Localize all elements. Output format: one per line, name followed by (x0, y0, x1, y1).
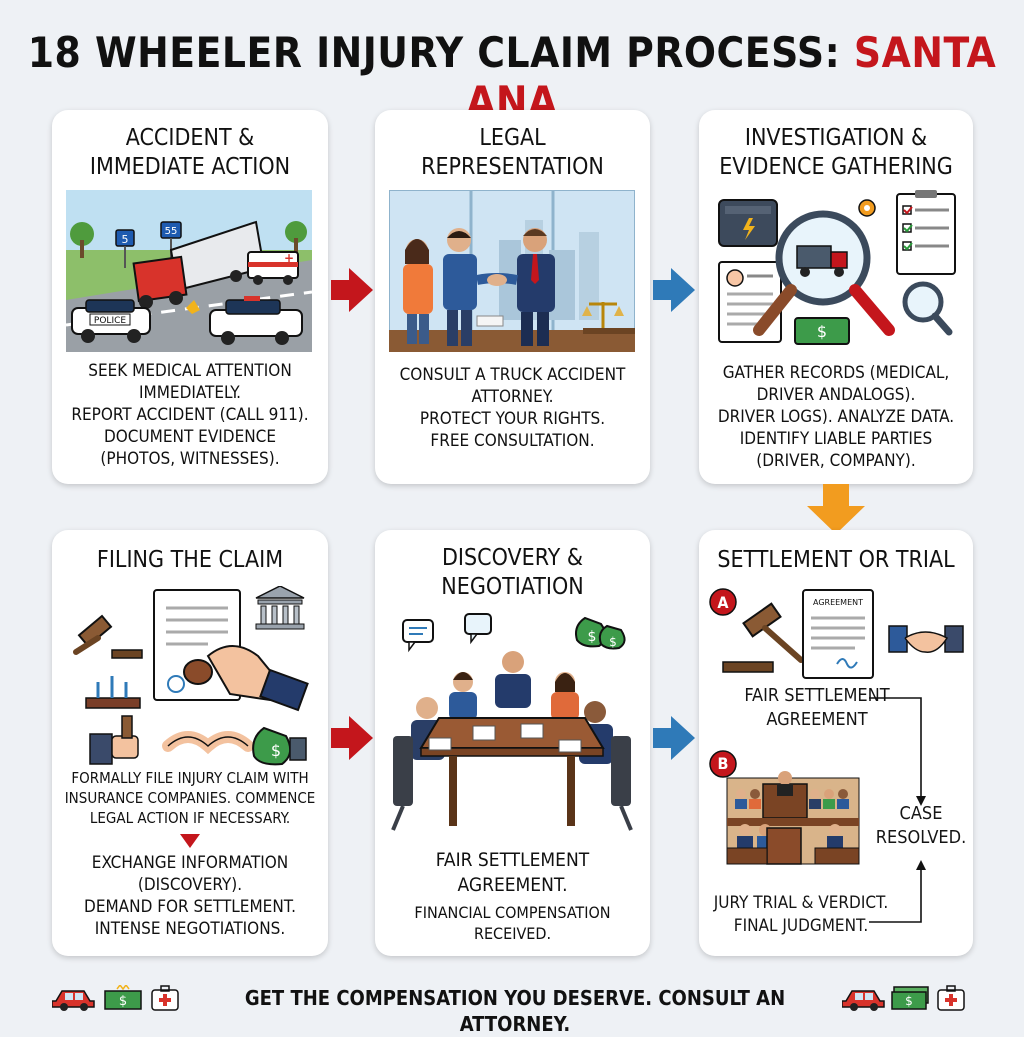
flow-connector-lines (869, 697, 926, 923)
highway-sign-55: 55 (165, 226, 178, 237)
handshake-icon (888, 625, 964, 653)
svg-text:$: $ (905, 994, 913, 1008)
arrow-right-icon (653, 716, 695, 760)
step-title: INVESTIGATION & EVIDENCE GATHERING (719, 125, 953, 180)
step-title: SETTLEMENT OR TRIAL (717, 547, 955, 573)
step-card-investigation: INVESTIGATION & EVIDENCE GATHERING $ GAT… (699, 110, 973, 484)
attorney-handshake-illustration (389, 190, 635, 352)
gavel-icon (722, 602, 804, 673)
case-resolved-label: CASE RESOLVED. (875, 803, 967, 848)
page-title: 18 WHEELER INJURY CLAIM PROCESS: SANTA A… (0, 28, 1024, 126)
step-card-settlement-or-trial: SETTLEMENT OR TRIAL A AGREEMENT FAIR SET… (699, 530, 973, 956)
courtroom-illustration (709, 750, 860, 865)
handshake-icon (162, 731, 254, 755)
evidence-gathering-illustration: $ (718, 190, 956, 345)
step-card-legal-representation: LEGAL REPRESENTATION CONSULT A TRUCK ACC… (375, 110, 650, 484)
step-description-part-b: FINANCIAL COMPENSATION RECEIVED. (414, 903, 611, 943)
document-label: AGREEMENT (812, 598, 864, 607)
cash-icon: $ (104, 985, 142, 1010)
arrow-right-icon (331, 716, 373, 760)
first-aid-icon (937, 985, 965, 1011)
accident-scene-illustration: 5 55 + POLICE (66, 190, 312, 352)
step-title: FILING THE CLAIM (96, 547, 284, 573)
svg-text:$: $ (119, 994, 127, 1009)
svg-text:$: $ (609, 635, 617, 649)
svg-text:$: $ (817, 322, 827, 341)
badge-b-label: B (717, 754, 729, 773)
step-title: ACCIDENT & IMMEDIATE ACTION (89, 125, 291, 180)
car-icon (52, 990, 95, 1011)
title-main: 18 WHEELER INJURY CLAIM PROCESS: (27, 28, 854, 77)
arrow-down-small-icon (180, 834, 200, 848)
money-bag-icon: $ $ (575, 616, 626, 650)
gavel-icon (73, 614, 143, 659)
negotiation-table-illustration: $ $ (391, 613, 633, 831)
step-description: SEEK MEDICAL ATTENTION IMMEDIATELY. REPO… (71, 361, 309, 469)
step-title: DISCOVERY & NEGOTIATION (441, 545, 584, 600)
step-description-part-a: FORMALLY FILE INJURY CLAIM WITH INSURANC… (64, 769, 316, 827)
hand-gavel-icon (89, 715, 139, 765)
money-bag-icon: $ (252, 726, 307, 766)
arrow-right-icon (653, 268, 695, 312)
step-description: CONSULT A TRUCK ACCIDENT ATTORNEY. PROTE… (399, 365, 626, 451)
step-card-discovery-negotiation: DISCOVERY & NEGOTIATION $ $ (375, 530, 650, 956)
arrow-right-icon (331, 268, 373, 312)
step-description-part-b: EXCHANGE INFORMATION (DISCOVERY). DEMAND… (84, 853, 296, 939)
highway-sign-5: 5 (122, 233, 129, 246)
step-description-part-a: FAIR SETTLEMENT AGREEMENT. (435, 849, 590, 896)
svg-text:$: $ (271, 741, 281, 760)
step-description: GATHER RECORDS (MEDICAL, DRIVER ANDALOGS… (717, 363, 955, 471)
police-car-label: POLICE (94, 316, 126, 326)
step-title: LEGAL REPRESENTATION (421, 125, 604, 180)
step-card-accident: ACCIDENT & IMMEDIATE ACTION 5 55 + POLIC… (52, 110, 328, 484)
step-card-filing-claim: FILING THE CLAIM (52, 530, 328, 956)
svg-text:$: $ (588, 629, 597, 645)
settlement-option-b: JURY TRIAL & VERDICT. FINAL JUDGMENT. (713, 893, 889, 936)
settlement-option-illustration (709, 588, 964, 679)
footer-call-to-action: GET THE COMPENSATION YOU DESERVE. CONSUL… (244, 986, 786, 1036)
cash-icon: $ (891, 986, 929, 1010)
badge-a-label: A (717, 593, 729, 612)
footer-banner: $ GET THE COMPENSATION YOU DESERVE. CONS… (0, 985, 1024, 1036)
filing-claim-illustration: $ (73, 586, 309, 766)
first-aid-icon (151, 985, 179, 1011)
settlement-option-a: FAIR SETTLEMENT AGREEMENT (744, 685, 890, 730)
svg-text:+: + (284, 251, 294, 265)
arrow-down-icon (807, 484, 865, 534)
car-icon (842, 990, 885, 1011)
courthouse-icon (255, 586, 305, 630)
